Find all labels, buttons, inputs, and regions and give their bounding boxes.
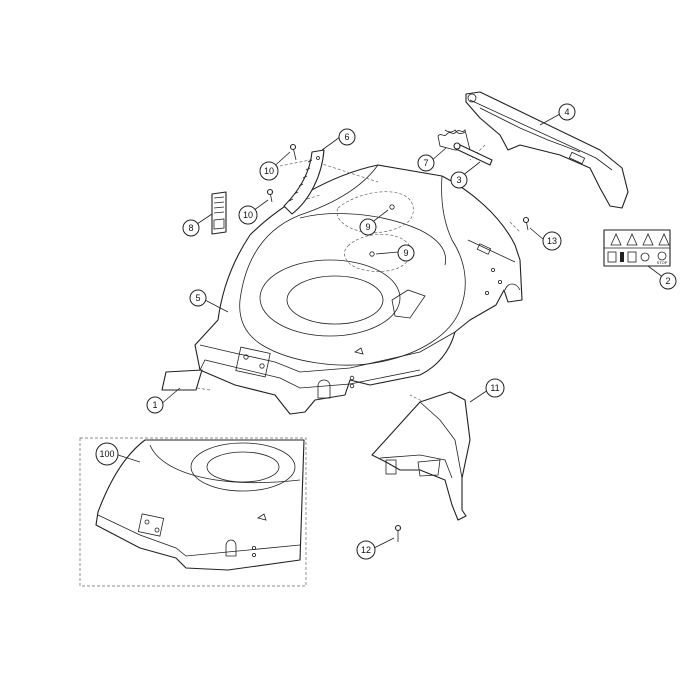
- callout-4-label: 4: [564, 107, 569, 117]
- mower-deck-5: [194, 164, 523, 415]
- callout-4: 4: [558, 103, 576, 121]
- callout-8: 8: [182, 219, 200, 237]
- callout-9a-label: 9: [365, 222, 370, 232]
- callout-1-label: 1: [152, 400, 157, 410]
- screw-part-13: [522, 216, 530, 231]
- callout-100-label: 100: [99, 449, 114, 459]
- callout-9b: 9: [397, 244, 415, 262]
- callout-6: 6: [338, 128, 356, 146]
- callout-13-label: 13: [547, 236, 557, 246]
- callout-10a: 10: [259, 161, 279, 181]
- callout-5-label: 5: [195, 293, 200, 303]
- side-guard-part-11: [371, 391, 471, 521]
- callout-10b: 10: [238, 205, 258, 225]
- callout-13: 13: [542, 231, 562, 251]
- screw-part-12: [394, 524, 402, 542]
- callout-12: 12: [356, 540, 376, 560]
- screw-part-10b: [266, 188, 274, 203]
- screw-part-10a: [289, 143, 297, 161]
- deck-outline: [194, 164, 523, 415]
- callout-6-label: 6: [344, 132, 349, 142]
- callout-11: 11: [485, 378, 505, 398]
- callout-9a: 9: [359, 218, 377, 236]
- callout-5: 5: [189, 289, 207, 307]
- callout-11-label: 11: [490, 383, 499, 393]
- callout-1: 1: [146, 396, 164, 414]
- inset-detail-100: [79, 437, 307, 587]
- pin-part-3: [453, 142, 493, 166]
- callout-10a-label: 10: [264, 166, 274, 176]
- blade-chamber: [259, 259, 401, 337]
- callout-7-label: 7: [423, 158, 428, 168]
- rear-flap-part-4: [465, 91, 629, 209]
- bracket-part-6: [283, 149, 325, 215]
- callout-2-label: 2: [665, 276, 670, 286]
- callout-12-label: 12: [361, 545, 371, 555]
- spring-part-7: [437, 129, 471, 151]
- decal-stop-text: STOP: [657, 260, 668, 265]
- callout-10b-label: 10: [243, 210, 253, 220]
- callout-2: 2: [659, 272, 677, 290]
- warning-decal-part-2: STOP: [603, 229, 671, 267]
- callout-3: 3: [450, 171, 468, 189]
- tag-part-8: [211, 191, 227, 235]
- callout-100: 100: [95, 442, 119, 466]
- callout-9b-label: 9: [403, 248, 408, 258]
- inset-dashed-frame: [79, 437, 307, 587]
- callout-3-label: 3: [456, 175, 461, 185]
- callout-7: 7: [417, 154, 435, 172]
- plate-part-1: [161, 369, 203, 391]
- inset-deck-outline: [95, 439, 305, 571]
- callout-8-label: 8: [188, 223, 193, 233]
